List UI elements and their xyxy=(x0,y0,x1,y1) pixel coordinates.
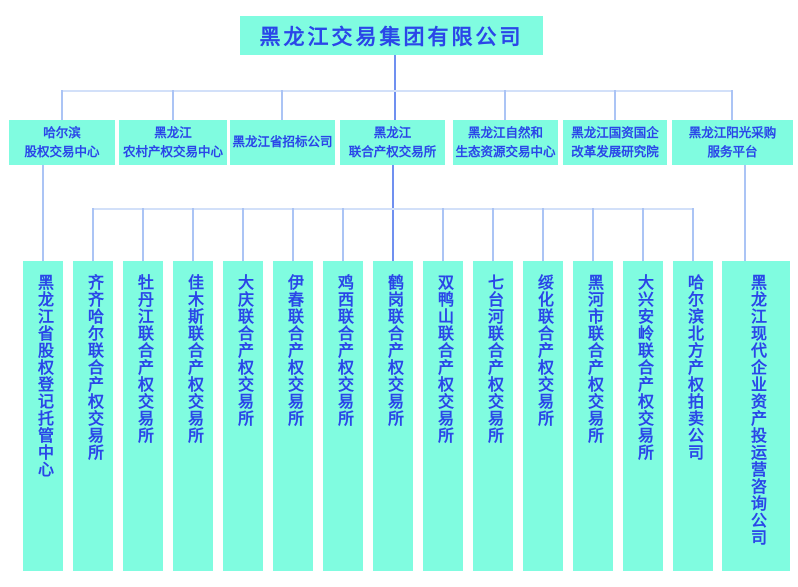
connector-drop-branch15 xyxy=(744,165,746,261)
level2-node-label: 哈尔滨 股权交易中心 xyxy=(24,126,100,159)
level3-node: 黑龙江现代企业资产投运营咨询公司 xyxy=(722,261,790,571)
connector-drop xyxy=(342,208,344,261)
connector-drop xyxy=(492,208,494,261)
connector-drop xyxy=(442,208,444,261)
level3-node: 牡丹江联合产权交易所 xyxy=(123,261,163,571)
level3-node-label: 伊春联合产权交易所 xyxy=(285,274,302,427)
level2-node-label: 黑龙江自然和 生态资源交易中心 xyxy=(455,126,556,159)
level3-node-label: 牡丹江联合产权交易所 xyxy=(135,274,152,444)
root-node-label: 黑龙江交易集团有限公司 xyxy=(259,25,524,49)
connector-drop-branch1 xyxy=(42,165,44,261)
connector-level3-rail xyxy=(93,208,694,210)
connector-drop xyxy=(172,90,174,120)
level3-node: 大庆联合产权交易所 xyxy=(223,261,263,571)
level2-node-harbin-equity: 哈尔滨 股权交易中心 xyxy=(9,120,115,165)
level3-node-label: 大庆联合产权交易所 xyxy=(235,274,252,427)
connector-drop xyxy=(592,208,594,261)
level2-node-label: 黑龙江省招标公司 xyxy=(232,135,333,150)
level3-node-label: 佳木斯联合产权交易所 xyxy=(185,274,202,444)
connector-drop xyxy=(142,208,144,261)
level3-node-label: 哈尔滨北方产权拍卖公司 xyxy=(685,274,702,461)
connector-root-trunk xyxy=(394,55,396,120)
level2-node-sunshine-procurement: 黑龙江阳光采购 服务平台 xyxy=(672,120,793,165)
level2-node-tender-company: 黑龙江省招标公司 xyxy=(230,120,335,165)
level3-node-label: 齐齐哈尔联合产权交易所 xyxy=(85,274,102,461)
level3-node-label: 大兴安岭联合产权交易所 xyxy=(635,274,652,461)
level3-node-label: 黑河市联合产权交易所 xyxy=(585,274,602,444)
connector-drop xyxy=(542,208,544,261)
connector-level2-rail xyxy=(62,90,733,92)
level3-node: 黑龙江省股权登记托管中心 xyxy=(23,261,63,571)
level2-node-united-property-exchange: 黑龙江 联合产权交易所 xyxy=(340,120,445,165)
level3-node-label: 双鸭山联合产权交易所 xyxy=(435,274,452,444)
level3-node-label: 绥化联合产权交易所 xyxy=(535,274,552,427)
level3-node: 鸡西联合产权交易所 xyxy=(323,261,363,571)
connector-drop xyxy=(614,90,616,120)
connector-drop xyxy=(692,208,694,261)
level3-node: 绥化联合产权交易所 xyxy=(523,261,563,571)
level3-node: 鹤岗联合产权交易所 xyxy=(373,261,413,571)
level2-node-label: 黑龙江 联合产权交易所 xyxy=(348,126,437,159)
connector-drop xyxy=(281,90,283,120)
level3-node: 哈尔滨北方产权拍卖公司 xyxy=(673,261,713,571)
root-node: 黑龙江交易集团有限公司 xyxy=(240,16,543,55)
level3-node: 齐齐哈尔联合产权交易所 xyxy=(73,261,113,571)
level3-node-label: 七台河联合产权交易所 xyxy=(485,274,502,444)
connector-drop xyxy=(292,208,294,261)
level3-node: 大兴安岭联合产权交易所 xyxy=(623,261,663,571)
level3-node-label: 黑龙江现代企业资产投运营咨询公司 xyxy=(748,274,765,546)
level3-node-label: 鸡西联合产权交易所 xyxy=(335,274,352,427)
level2-node-label: 黑龙江 农村产权交易中心 xyxy=(122,126,223,159)
level3-node: 黑河市联合产权交易所 xyxy=(573,261,613,571)
level3-node-label: 鹤岗联合产权交易所 xyxy=(385,274,402,427)
level2-node-rural-property: 黑龙江 农村产权交易中心 xyxy=(119,120,227,165)
connector-drop xyxy=(731,90,733,120)
connector-exchange-trunk xyxy=(392,165,394,261)
connector-drop xyxy=(242,208,244,261)
connector-drop xyxy=(61,90,63,120)
level2-node-soe-reform-institute: 黑龙江国资国企 改革发展研究院 xyxy=(563,120,667,165)
level3-node-label: 黑龙江省股权登记托管中心 xyxy=(35,274,52,478)
level3-node: 七台河联合产权交易所 xyxy=(473,261,513,571)
level3-node: 佳木斯联合产权交易所 xyxy=(173,261,213,571)
connector-drop xyxy=(642,208,644,261)
connector-drop xyxy=(92,208,94,261)
level3-node: 双鸭山联合产权交易所 xyxy=(423,261,463,571)
connector-drop xyxy=(192,208,194,261)
connector-drop xyxy=(504,90,506,120)
level2-node-nature-resources: 黑龙江自然和 生态资源交易中心 xyxy=(453,120,558,165)
level3-node: 伊春联合产权交易所 xyxy=(273,261,313,571)
level2-node-label: 黑龙江阳光采购 服务平台 xyxy=(688,126,777,159)
level2-node-label: 黑龙江国资国企 改革发展研究院 xyxy=(571,126,659,159)
